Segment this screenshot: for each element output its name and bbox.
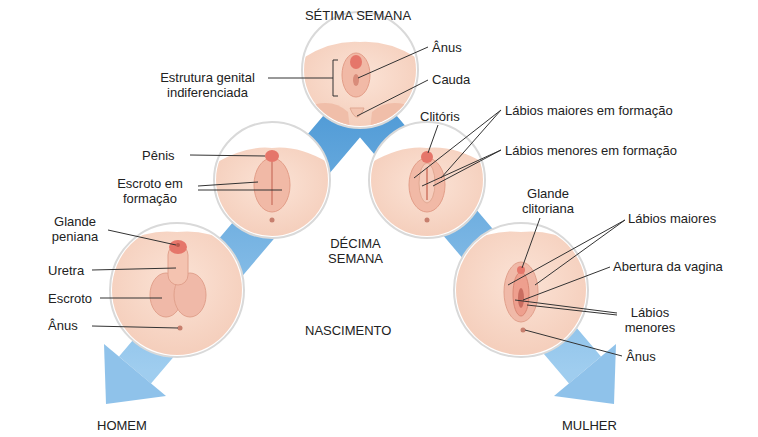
sex-label: HOMEM <box>97 418 147 433</box>
part-label: Cauda <box>432 72 470 87</box>
part-label: Estrutura genital indiferenciada <box>150 70 265 100</box>
part-label: Lábios maiores <box>628 211 716 226</box>
part-label: Clitóris <box>420 109 460 124</box>
part-label: Escroto <box>48 291 92 306</box>
stage-title: DÉCIMA SEMANA <box>318 236 393 266</box>
stage-figure <box>110 223 244 360</box>
part-label: Abertura da vagina <box>613 259 723 274</box>
part-label: Uretra <box>48 263 84 278</box>
part-label: Lábios maiores em formação <box>505 103 673 118</box>
stage-title: NASCIMENTO <box>305 323 391 338</box>
part-label: Ânus <box>48 318 78 333</box>
stage-title: SÉTIMA SEMANA <box>298 8 418 23</box>
part-label: Ânus <box>432 40 462 55</box>
part-label: Lábios menores <box>620 305 680 335</box>
part-label: Glande peniana <box>40 214 110 244</box>
part-label: Escroto em formação <box>104 176 196 206</box>
sex-label: MULHER <box>562 418 617 433</box>
part-label: Glande clitoriana <box>512 186 584 216</box>
part-label: Pênis <box>142 148 175 163</box>
stage-figure <box>367 122 487 240</box>
part-label: Lábios menores em formação <box>505 143 677 158</box>
stage-figure <box>454 223 588 360</box>
part-label: Ânus <box>626 349 656 364</box>
leader-lines <box>92 47 625 356</box>
stage-figure <box>212 122 332 240</box>
stage-figure <box>300 12 420 130</box>
